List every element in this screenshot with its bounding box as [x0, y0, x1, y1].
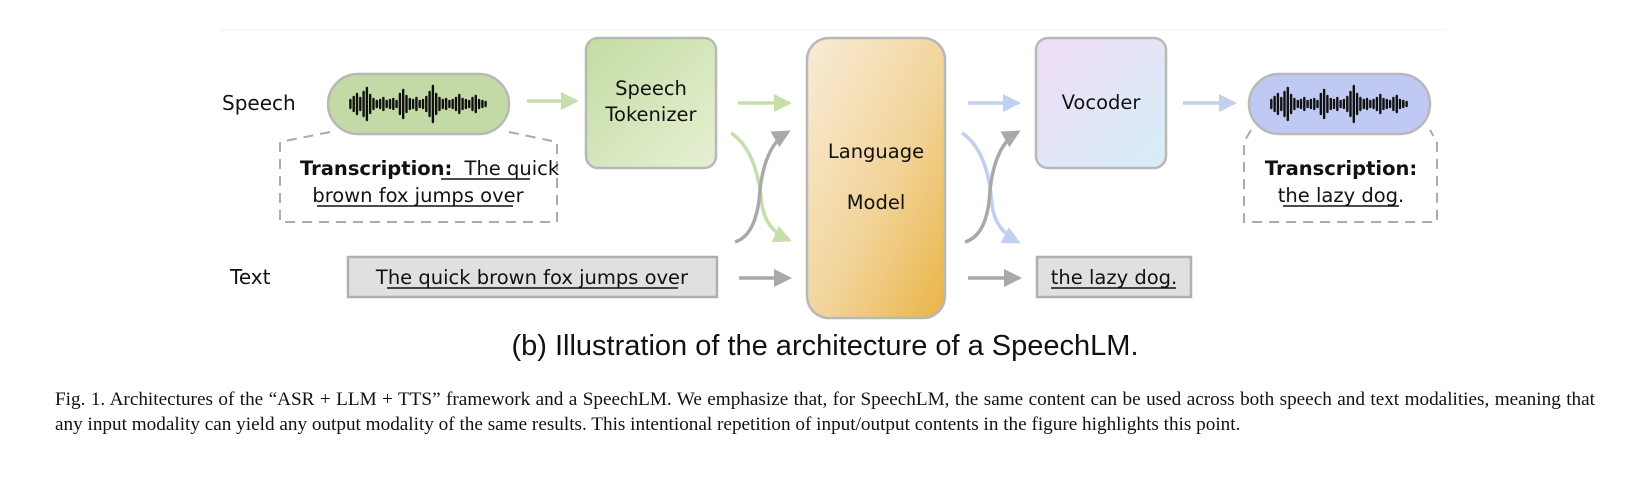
output-transcription-callout: Transcription: the lazy dog.	[1243, 129, 1438, 223]
cross-arrow-lm-to-text-output	[960, 131, 1021, 244]
input-text-box: The quick brown fox jumps over	[346, 255, 719, 299]
svg-text:Transcription: The quick: Transcription: The quick	[300, 157, 560, 180]
language-model-label-line2: Model	[847, 191, 906, 214]
output-text: the lazy dog.	[1051, 266, 1177, 289]
cross-arrow-text-to-lm-speech	[734, 130, 791, 244]
input-transcription-line2: brown fox jumps over	[312, 184, 524, 207]
speech-tokenizer-box: Speech Tokenizer	[584, 36, 718, 170]
output-transcription-heading: Transcription:	[1265, 157, 1417, 180]
architecture-diagram: Speech Text Transcription: The quick bro…	[220, 29, 1445, 320]
input-transcription-heading: Transcription:	[300, 157, 452, 180]
input-text: The quick brown fox jumps over	[375, 266, 689, 289]
speech-row-label: Speech	[222, 91, 296, 115]
speech-tokenizer-label-line2: Tokenizer	[604, 103, 697, 126]
language-model-label-line1: Language	[828, 140, 924, 163]
output-text-box: the lazy dog.	[1035, 255, 1193, 299]
cross-arrow-lm-to-vocoder	[964, 130, 1021, 244]
vocoder-box: Vocoder	[1034, 36, 1168, 170]
speech-tokenizer-label-line1: Speech	[615, 77, 687, 100]
vocoder-label: Vocoder	[1062, 91, 1142, 114]
cross-arrow-tokenizer-to-lm-text	[729, 131, 792, 243]
speech-input-waveform	[326, 72, 511, 136]
input-transcription-line1: The quick	[464, 157, 560, 180]
speech-output-waveform	[1247, 72, 1432, 136]
figure-caption: Fig. 1. Architectures of the “ASR + LLM …	[55, 389, 1595, 435]
output-transcription-text: the lazy dog.	[1278, 184, 1404, 207]
input-transcription-callout: Transcription: The quick brown fox jumps…	[279, 131, 560, 223]
language-model-box: Language Model	[805, 36, 947, 320]
text-row-label: Text	[229, 265, 271, 289]
subfigure-caption: (b) Illustration of the architecture of …	[511, 330, 1139, 362]
